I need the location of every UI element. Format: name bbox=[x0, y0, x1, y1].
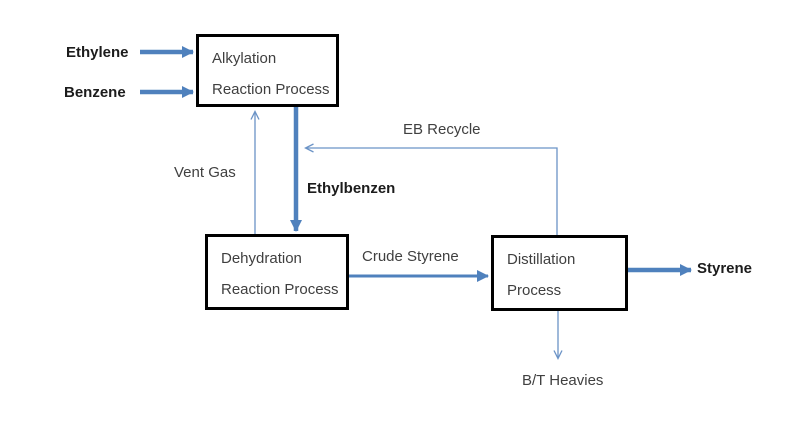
node-distillation-line2: Process bbox=[507, 282, 562, 299]
benzene-label: Benzene bbox=[64, 84, 126, 101]
eb-recycle-arrow bbox=[304, 143, 558, 235]
eb-recycle-label: EB Recycle bbox=[403, 121, 481, 138]
node-alkylation-line2: Reaction Process bbox=[212, 81, 330, 98]
ethylene-label: Ethylene bbox=[66, 44, 129, 61]
node-alkylation-line1: Alkylation bbox=[212, 50, 277, 67]
styrene-label: Styrene bbox=[697, 260, 753, 277]
node-dehydration-line1: Dehydration bbox=[221, 250, 302, 267]
node-distillation: Distillation Process bbox=[491, 235, 628, 311]
node-dehydration: Dehydration Reaction Process bbox=[205, 234, 349, 310]
crude-styrene-label: Crude Styrene bbox=[362, 248, 459, 265]
bt-heavies-label: B/T Heavies bbox=[522, 372, 604, 389]
node-dehydration-line2: Reaction Process bbox=[221, 281, 339, 298]
node-alkylation: Alkylation Reaction Process bbox=[196, 34, 339, 107]
vent-gas-label: Vent Gas bbox=[174, 164, 236, 181]
node-distillation-line1: Distillation bbox=[507, 251, 576, 268]
ethylbenzen-label: Ethylbenzen bbox=[307, 180, 396, 197]
